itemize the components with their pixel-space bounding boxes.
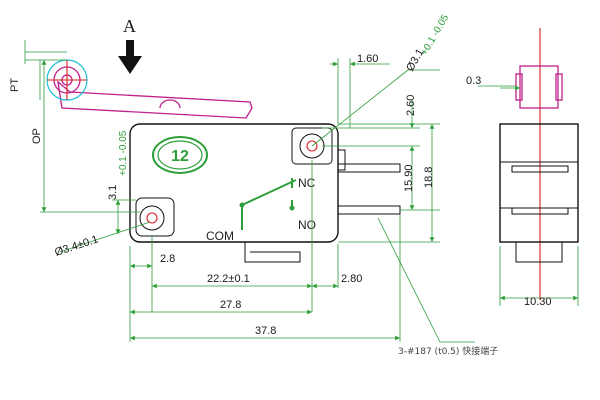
dim-bottom-chain: [129, 160, 401, 342]
actuator-lever: [57, 80, 253, 119]
pt-op-dimension: [24, 40, 140, 213]
dim-3-1-tol: +0.1 -0.05: [118, 130, 129, 176]
logo-text: 12: [171, 148, 189, 165]
label-op: OP: [31, 128, 43, 144]
leader-hole-bottom: [59, 221, 151, 253]
roller: [46, 59, 88, 101]
terminals: [244, 163, 401, 263]
dim-0-3: 0.3: [466, 75, 481, 87]
dim-37-8: 37.8: [255, 325, 276, 337]
dim-10-30: 10.30: [524, 296, 552, 308]
dim-3-1-text: 3.1: [107, 185, 119, 200]
dim-top-right: [311, 58, 440, 243]
dim-hole-top-tol: +0.1 -0.05: [419, 12, 451, 57]
brand-logo: 12: [152, 136, 208, 174]
view-arrow-icon: [118, 40, 142, 74]
dim-18-8: 18.8: [423, 167, 435, 188]
note-leader: [377, 217, 475, 343]
dim-3-1-left: [112, 199, 136, 234]
label-com: COM: [206, 229, 234, 243]
dim-22-2: 22.2±0.1: [207, 273, 250, 285]
contact-schematic: [239, 178, 297, 230]
label-pt: PT: [9, 78, 21, 92]
label-nc: NC: [298, 176, 316, 190]
view-label-a: A: [123, 16, 136, 36]
dim-2-60: 2.60: [405, 95, 417, 116]
switch-body: [129, 123, 346, 243]
dim-hole-bottom: Ø3.4±0.1: [53, 233, 100, 258]
terminal-note: 3-#187 (t0.5) 快接端子: [398, 345, 498, 357]
dim-2-8: 2.8: [160, 253, 175, 265]
dim-15-90: 15.90: [403, 164, 415, 192]
dim-2-80-bottom: 2.80: [341, 273, 362, 285]
dim-1-60: 1.60: [357, 53, 378, 65]
side-view: [478, 28, 579, 306]
label-no: NO: [298, 218, 316, 232]
dim-27-8: 27.8: [220, 299, 241, 311]
